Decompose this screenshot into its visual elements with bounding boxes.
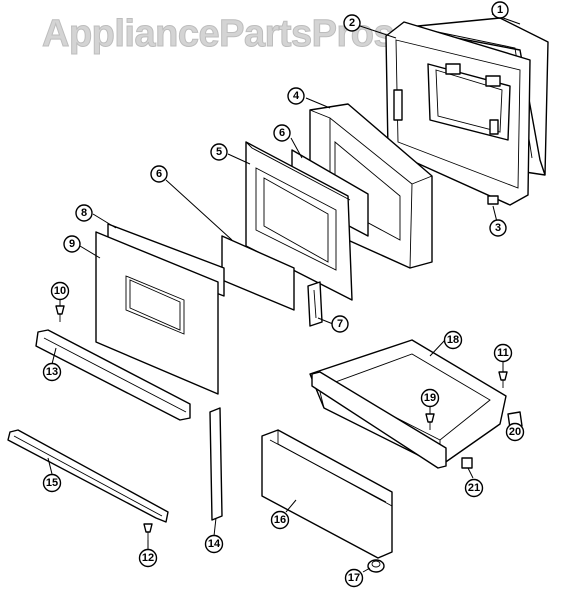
callout-16: 16 (270, 510, 290, 530)
part-inner-door-panel (385, 21, 531, 206)
callout-4: 4 (287, 87, 305, 105)
callout-1: 1 (491, 1, 509, 19)
callout-6-upper: 6 (273, 124, 291, 142)
part-drawer-front (261, 429, 393, 559)
callout-19: 19 (420, 388, 440, 408)
callout-6-lower: 6 (150, 165, 168, 183)
part-drawer-rail (7, 429, 169, 523)
svg-text:7: 7 (337, 318, 343, 330)
callout-7: 7 (331, 315, 349, 333)
svg-text:17: 17 (348, 572, 360, 584)
callout-3: 3 (489, 219, 507, 237)
callout-12: 12 (138, 548, 158, 568)
callout-11: 11 (493, 343, 513, 363)
part-door-trim (35, 329, 191, 421)
callout-9: 9 (63, 235, 81, 253)
svg-text:19: 19 (424, 392, 436, 404)
part-door-frame (245, 141, 353, 301)
callout-14: 14 (204, 534, 224, 554)
svg-text:8: 8 (81, 207, 87, 219)
part-screw-10 (55, 305, 65, 322)
svg-text:13: 13 (46, 366, 58, 378)
part-screw-11 (498, 371, 508, 388)
part-vertical-strip (209, 407, 223, 521)
svg-text:14: 14 (208, 538, 221, 550)
svg-text:10: 10 (54, 285, 66, 297)
callout-20: 20 (505, 422, 525, 442)
callout-13: 13 (42, 362, 62, 382)
svg-text:6: 6 (279, 127, 285, 139)
callout-17: 17 (344, 568, 364, 588)
part-clip-21 (461, 457, 473, 469)
svg-text:18: 18 (447, 334, 459, 346)
svg-text:12: 12 (142, 552, 154, 564)
part-outer-door-glass (95, 231, 219, 395)
svg-text:4: 4 (293, 90, 300, 102)
svg-text:6: 6 (156, 168, 162, 180)
callout-10: 10 (50, 281, 70, 301)
callout-2: 2 (343, 14, 361, 32)
svg-text:11: 11 (497, 347, 509, 359)
svg-text:3: 3 (495, 222, 501, 234)
callout-15: 15 (42, 473, 62, 493)
part-hinge (307, 281, 323, 327)
svg-text:1: 1 (497, 4, 503, 16)
callout-21: 21 (464, 478, 484, 498)
part-drawer-glide (367, 559, 385, 573)
callout-18: 18 (443, 330, 463, 350)
svg-text:15: 15 (46, 477, 58, 489)
svg-text:2: 2 (349, 17, 355, 29)
svg-text:5: 5 (216, 146, 222, 158)
part-clip (487, 195, 499, 205)
callout-5: 5 (210, 143, 228, 161)
part-storage-drawer (309, 339, 507, 469)
svg-text:21: 21 (468, 482, 480, 494)
callout-8: 8 (75, 204, 93, 222)
part-screw-12 (143, 523, 153, 540)
svg-text:9: 9 (69, 238, 75, 250)
svg-text:20: 20 (509, 426, 521, 438)
part-window-glass-lower (221, 235, 295, 311)
part-screw-19 (425, 413, 435, 430)
svg-text:16: 16 (274, 514, 286, 526)
